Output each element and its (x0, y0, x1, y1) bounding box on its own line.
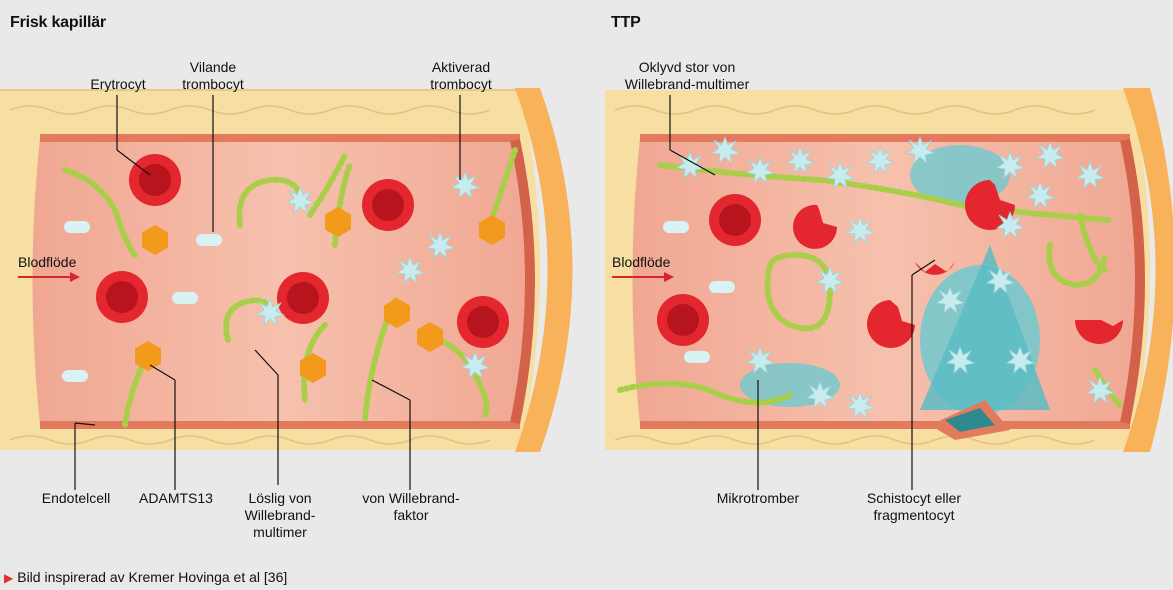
label-oklyvd-vwf-multimer: Oklyvd stor von Willebrand-multimer (602, 59, 772, 93)
right-vessel (605, 88, 1173, 452)
label-erytrocyt: Erytrocyt (82, 76, 154, 93)
right-panel-title: TTP (611, 14, 641, 32)
label-vwf: von Willebrand- faktor (352, 490, 470, 524)
label-adamts13: ADAMTS13 (131, 490, 221, 507)
label-schistocyt: Schistocyt eller fragmentocyt (852, 490, 976, 524)
footer-caption: ▶ Bild inspirerad av Kremer Hovinga et al… (4, 569, 287, 585)
label-endotelcell: Endotelcell (28, 490, 124, 507)
label-blodflode-right: Blodflöde (612, 254, 670, 271)
label-aktiverad-trombocyt: Aktiverad trombocyt (418, 59, 504, 93)
triangle-icon: ▶ (4, 571, 13, 585)
label-loslig-vwf-multimer: Löslig von Willebrand- multimer (232, 490, 328, 541)
label-mikrotromber: Mikrotromber (706, 490, 810, 507)
left-panel-title: Frisk kapillär (10, 14, 106, 32)
footer-caption-text: Bild inspirerad av Kremer Hovinga et al … (17, 569, 287, 585)
label-blodflode-left: Blodflöde (18, 254, 76, 271)
label-vilande-trombocyt: Vilande trombocyt (173, 59, 253, 93)
